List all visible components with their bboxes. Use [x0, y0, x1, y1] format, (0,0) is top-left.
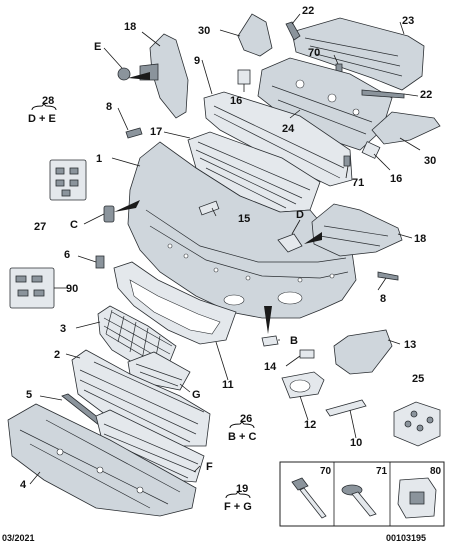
clip-80-icon: [397, 477, 437, 519]
callout-14: 14: [264, 361, 277, 373]
group-19: 19 F + G: [224, 483, 252, 513]
callout-17: 17: [150, 126, 162, 138]
callout-25: 25: [412, 373, 424, 385]
group-19-text: F + G: [224, 501, 252, 513]
arrow-D: [304, 232, 322, 244]
part-1-bumper-cover[interactable]: [127, 141, 357, 319]
part-10-trim-blade[interactable]: [325, 399, 367, 417]
group-28-text: D + E: [28, 113, 56, 125]
callout-8-bottom: 8: [380, 293, 386, 305]
part-22-side-rod[interactable]: [361, 89, 405, 99]
callout-24: 24: [282, 123, 295, 135]
callout-B: B: [290, 335, 298, 347]
part-D-clip[interactable]: [277, 233, 303, 253]
callout-18-side: 18: [414, 233, 426, 245]
callout-9: 9: [194, 55, 200, 67]
part-16-upper-clip[interactable]: [237, 69, 251, 85]
callout-11: 11: [222, 379, 234, 391]
arrow-E: [128, 72, 150, 80]
group-26-text: B + C: [228, 431, 256, 443]
callout-18-top: 18: [124, 21, 136, 33]
callout-70: 70: [308, 47, 320, 59]
fastener-legend: 70 71 80: [279, 461, 445, 527]
callout-G: G: [192, 389, 201, 401]
callout-15: 15: [238, 213, 250, 225]
callout-27: 27: [34, 221, 46, 233]
part-23-upper-crossmember[interactable]: [291, 17, 425, 91]
callout-E: E: [94, 41, 101, 53]
callout-6: 6: [64, 249, 70, 261]
group-26-number: 26: [240, 413, 252, 425]
legend-col-71: 71: [376, 466, 388, 477]
callout-16-side: 16: [390, 173, 402, 185]
callout-12: 12: [304, 419, 316, 431]
group-28: 28 D + E: [28, 95, 57, 125]
part-9-foam-absorber[interactable]: [203, 91, 353, 187]
part-15-trim-clip[interactable]: [198, 200, 220, 216]
part-6-clip[interactable]: [95, 255, 105, 269]
callout-1: 1: [96, 153, 102, 165]
callout-D: D: [296, 209, 304, 221]
leader-lines: [29, 13, 421, 485]
part-18-side-bracket[interactable]: [311, 203, 403, 257]
callout-16-top: 16: [230, 95, 242, 107]
part-30-upper-bracket[interactable]: [237, 13, 273, 57]
callout-90: 90: [66, 283, 78, 295]
part-E-clip[interactable]: [117, 67, 131, 81]
part-18-upper-support[interactable]: [149, 33, 189, 119]
legend-col-70: 70: [320, 466, 332, 477]
callout-5: 5: [26, 389, 32, 401]
group-26: 26 B + C: [228, 413, 256, 443]
callout-C: C: [70, 219, 78, 231]
callout-30-side: 30: [424, 155, 436, 167]
part-8-upper-clip[interactable]: [125, 127, 143, 139]
callout-22-side: 22: [420, 89, 432, 101]
part-22-upper-rod[interactable]: [285, 21, 301, 41]
callout-4: 4: [20, 479, 27, 491]
callout-numbers: 18 30 22 23 70 E 9 16 22 8 17 24 30 16 7…: [20, 5, 436, 491]
group-19-number: 19: [236, 483, 248, 495]
part-B-cap[interactable]: [261, 335, 279, 347]
callout-22-top: 22: [302, 5, 314, 17]
group-28-number: 28: [42, 95, 54, 107]
callout-3: 3: [60, 323, 66, 335]
callout-71: 71: [352, 177, 364, 189]
legend-col-80: 80: [430, 466, 442, 477]
part-30-side-bracket[interactable]: [371, 111, 441, 145]
part-71-screw[interactable]: [343, 155, 351, 167]
part-90-clip-set[interactable]: [9, 267, 55, 309]
part-16-side-clip[interactable]: [361, 141, 381, 159]
footer-code: 00103195: [386, 533, 426, 543]
screw-71-icon: [341, 484, 377, 517]
part-C-clip[interactable]: [103, 205, 115, 223]
callout-23: 23: [402, 15, 414, 27]
part-8-lower-clip[interactable]: [377, 271, 399, 281]
callout-13: 13: [404, 339, 416, 351]
callout-8-top: 8: [106, 101, 112, 113]
callout-30-top: 30: [198, 25, 210, 37]
part-4-undertray[interactable]: [7, 403, 197, 517]
footer-date: 03/2021: [2, 533, 35, 543]
callout-2: 2: [54, 349, 60, 361]
arrow-B: [264, 306, 272, 334]
callout-F: F: [206, 461, 213, 473]
part-25-clip-pack[interactable]: [393, 401, 441, 447]
part-13-side-bracket[interactable]: [333, 329, 393, 375]
screw-70-icon: [291, 477, 327, 519]
callout-10: 10: [350, 437, 362, 449]
part-14-clip[interactable]: [299, 349, 315, 359]
arrow-C: [114, 200, 140, 212]
